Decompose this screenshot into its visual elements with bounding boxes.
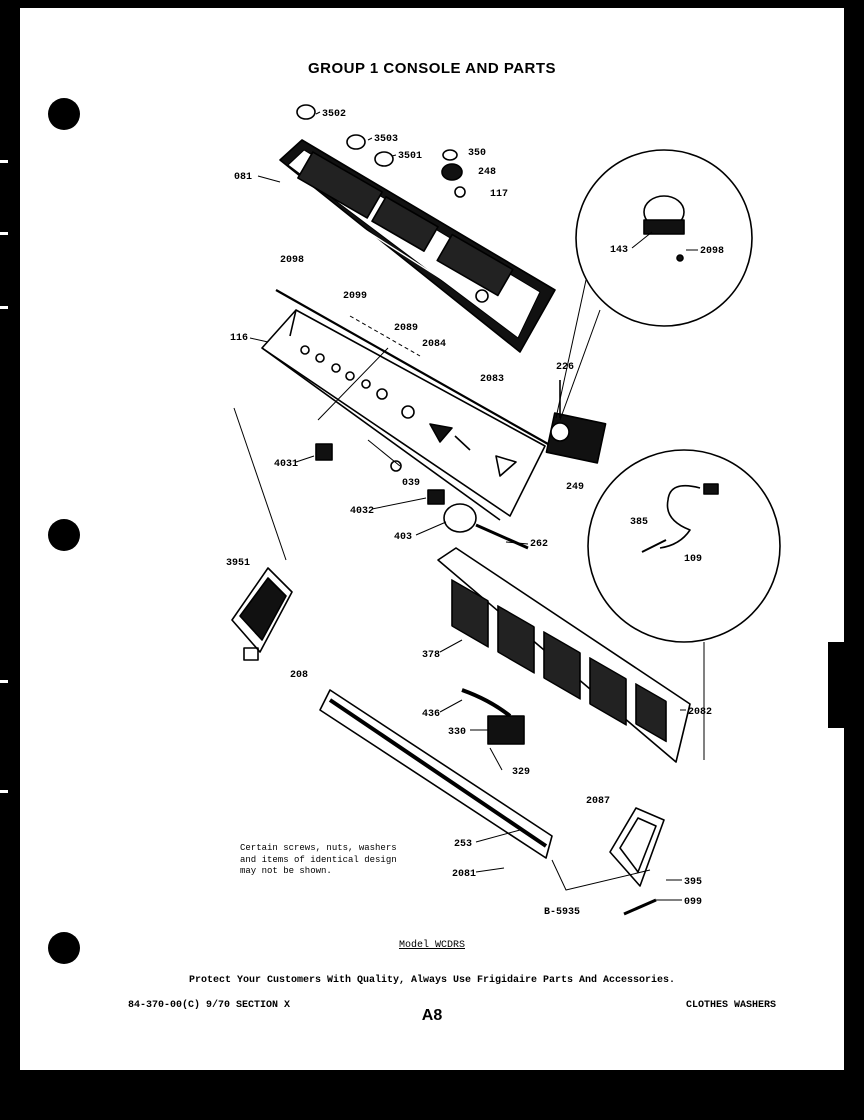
part-label: B-5935: [544, 907, 580, 918]
section-index-tab: [828, 642, 864, 728]
bracket-3951: [231, 567, 293, 661]
edge-mark: [0, 306, 8, 309]
timer-motor: [545, 380, 607, 464]
shaft-262: [475, 523, 529, 550]
part-label: 116: [230, 333, 248, 344]
page-title: GROUP 1 CONSOLE AND PARTS: [307, 60, 557, 77]
model-name: Model WCDRS: [398, 940, 465, 951]
part-label: 109: [684, 554, 702, 565]
footer-right: CLOTHES WASHERS: [686, 1000, 777, 1011]
part-label: 403: [394, 532, 412, 543]
part-label: 039: [402, 478, 420, 489]
harness-436: [461, 688, 512, 718]
part-117: [454, 186, 466, 198]
part-label: 3502: [322, 109, 346, 120]
tagline: Protect Your Customers With Quality, Alw…: [188, 975, 676, 986]
edge-mark: [0, 790, 8, 793]
disclaimer-note: Certain screws, nuts, washers and items …: [240, 843, 397, 876]
part-label: 3503: [374, 134, 398, 145]
inset-circle-top: [575, 149, 753, 327]
part-label: 385: [630, 517, 648, 528]
motor-403: [443, 503, 477, 533]
part-label: 2099: [343, 291, 367, 302]
inset-part-385: [641, 483, 719, 553]
part-label: 081: [234, 172, 252, 183]
part-label: 395: [684, 877, 702, 888]
part-labels: 3502 3503 3501 350 248 117 081 143 2098 …: [226, 109, 724, 918]
page-number: A8: [421, 1007, 443, 1024]
knob-3501: [374, 151, 394, 167]
model-caption: Model WCDRS: [0, 940, 864, 951]
catalog-page: [20, 8, 844, 1070]
binder-hole-bottom: [48, 932, 80, 964]
part-label: 4032: [350, 506, 374, 517]
part-label: 2083: [480, 374, 504, 385]
part-label: 099: [684, 897, 702, 908]
part-label: 2081: [452, 869, 476, 880]
part-label: 117: [490, 189, 508, 200]
inset-circle-lower: [587, 449, 781, 643]
part-label: 262: [530, 539, 548, 550]
knob-3502: [296, 104, 316, 120]
switch-4031: [315, 443, 333, 461]
rear-cover-378: [437, 547, 691, 763]
part-label: 3951: [226, 558, 250, 569]
knob-350: [442, 149, 458, 161]
nut-039: [390, 460, 402, 472]
part-label: 378: [422, 650, 440, 661]
part-label: 4031: [274, 459, 298, 470]
switch-330: [487, 715, 525, 745]
console-panel: [279, 139, 556, 353]
binder-hole-top: [48, 98, 80, 130]
edge-mark: [0, 160, 8, 163]
part-label: 350: [468, 148, 486, 159]
control-panel: [261, 309, 546, 521]
cap-248: [441, 163, 463, 181]
part-label: 3501: [398, 151, 422, 162]
knob-3503: [346, 134, 366, 150]
part-label: 208: [290, 670, 308, 681]
part-label: 253: [454, 839, 472, 850]
inset-part-143: [643, 195, 685, 262]
part-label: 248: [478, 167, 496, 178]
part-label: 2098: [280, 255, 304, 266]
footer-left: 84-370-00(C) 9/70 SECTION X: [128, 1000, 291, 1011]
bracket-395: [609, 807, 665, 916]
switch-4032: [427, 489, 445, 505]
rail-2098: [275, 289, 549, 445]
front-trim-253: [319, 689, 553, 859]
part-label: 2082: [688, 707, 712, 718]
part-label: 249: [566, 482, 584, 493]
part-label: 2089: [394, 323, 418, 334]
part-label: 436: [422, 709, 440, 720]
part-label: 2098: [700, 246, 724, 257]
part-label: 330: [448, 727, 466, 738]
edge-mark: [0, 232, 8, 235]
binder-hole-middle: [48, 519, 80, 551]
part-label: 329: [512, 767, 530, 778]
part-label: 143: [610, 245, 628, 256]
edge-mark: [0, 680, 8, 683]
part-label: 2084: [422, 339, 446, 350]
part-label: 226: [556, 362, 574, 373]
part-label: 2087: [586, 796, 610, 807]
